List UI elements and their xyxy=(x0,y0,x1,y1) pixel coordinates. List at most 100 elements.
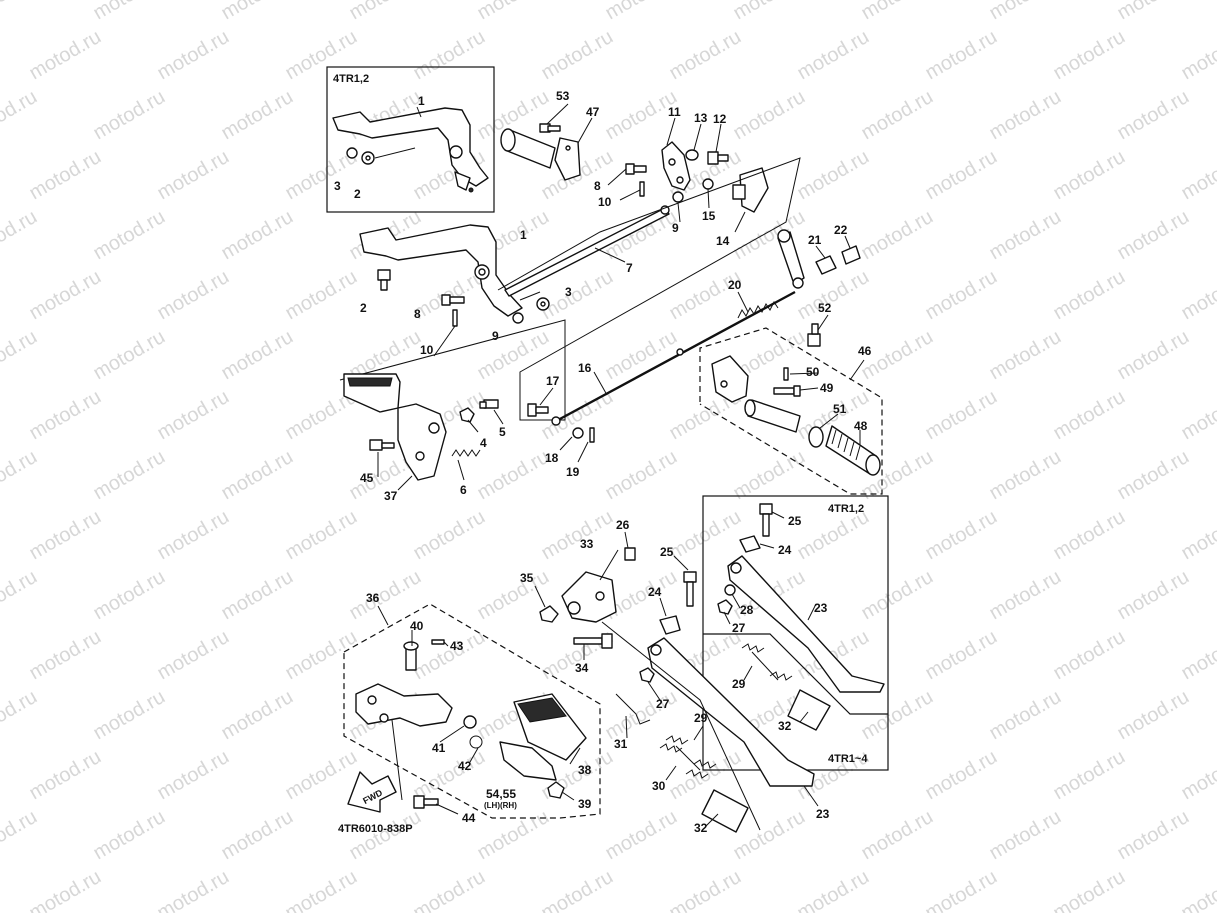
clip-15 xyxy=(702,178,714,190)
bolt-53 xyxy=(539,123,561,133)
bracket-46 xyxy=(711,355,749,403)
bolt-12 xyxy=(707,151,729,165)
spring-6 xyxy=(451,449,481,457)
watermark-text: motod.ru xyxy=(0,0,41,24)
watermark-text: motod.ru xyxy=(1050,386,1129,445)
callout-36: 36 xyxy=(366,591,380,605)
watermark-text: motod.ru xyxy=(1178,746,1217,805)
watermark-text: motod.ru xyxy=(986,326,1065,385)
callout-31: 31 xyxy=(614,737,628,751)
watermark-text: motod.ru xyxy=(474,0,553,24)
watermark-text: motod.ru xyxy=(218,686,297,745)
callout-23: 23 xyxy=(816,807,830,821)
callout-8: 8 xyxy=(414,307,421,321)
cotter-pin-10b xyxy=(639,181,645,197)
callout-10: 10 xyxy=(420,343,434,357)
watermark-text: motod.ru xyxy=(474,446,553,505)
watermark-text: motod.ru xyxy=(26,866,105,913)
watermark-text: motod.ru xyxy=(1178,26,1217,85)
watermark-text: motod.ru xyxy=(0,326,41,385)
callout-37: 37 xyxy=(384,489,398,503)
callout-13: 13 xyxy=(694,111,708,125)
callout-25b: 25 xyxy=(788,514,802,528)
nut-27b xyxy=(717,599,733,615)
watermark-text: motod.ru xyxy=(410,26,489,85)
callout-38: 38 xyxy=(578,763,592,777)
callout-5: 5 xyxy=(499,425,506,439)
watermark-text: motod.ru xyxy=(90,686,169,745)
watermark-text: motod.ru xyxy=(282,626,361,685)
watermark-text: motod.ru xyxy=(26,266,105,325)
variant-box-top-left xyxy=(326,66,495,213)
watermark-text: motod.ru xyxy=(1114,806,1193,865)
watermark-text: motod.ru xyxy=(282,866,361,913)
callout-33: 33 xyxy=(580,537,594,551)
fwd-arrow-icon: FWD xyxy=(347,771,397,813)
watermark-text: motod.ru xyxy=(90,446,169,505)
watermark-text: motod.ru xyxy=(602,686,681,745)
callout-2: 2 xyxy=(360,301,367,315)
watermark-text: motod.ru xyxy=(602,446,681,505)
watermark-text: motod.ru xyxy=(666,866,745,913)
watermark-text: motod.ru xyxy=(1114,326,1193,385)
pin-50 xyxy=(783,367,789,381)
watermark-text: motod.ru xyxy=(154,386,233,445)
watermark-text: motod.ru xyxy=(154,26,233,85)
nut-4 xyxy=(459,407,475,423)
nut-22 xyxy=(841,245,861,265)
bolt-25b xyxy=(759,503,773,537)
bracket-36 xyxy=(355,683,453,727)
callout-47: 47 xyxy=(586,105,600,119)
callout-34: 34 xyxy=(575,661,589,675)
callout-48: 48 xyxy=(854,419,868,433)
bolt-8b xyxy=(625,163,647,175)
watermark-text: motod.ru xyxy=(794,26,873,85)
watermark-text: motod.ru xyxy=(410,506,489,565)
callout-49: 49 xyxy=(820,381,834,395)
side-stand-23b xyxy=(727,555,885,693)
callout-3a: 3 xyxy=(334,179,341,193)
watermark-text: motod.ru xyxy=(218,206,297,265)
callout-35: 35 xyxy=(520,571,534,585)
watermark-text: motod.ru xyxy=(538,866,617,913)
watermark-text: motod.ru xyxy=(1178,866,1217,913)
watermark-text: motod.ru xyxy=(1178,626,1217,685)
watermark-text: motod.ru xyxy=(90,206,169,265)
watermark-text: motod.ru xyxy=(346,566,425,625)
callout-4: 4 xyxy=(480,436,487,450)
washer-18 xyxy=(572,427,584,439)
watermark-text: motod.ru xyxy=(922,386,1001,445)
footrest-bracket-37 xyxy=(343,373,447,481)
assembly-frame xyxy=(339,157,801,421)
watermark-text: motod.ru xyxy=(0,206,41,265)
callout-1a: 1 xyxy=(418,94,425,108)
watermark-text: motod.ru xyxy=(26,746,105,805)
watermark-text: motod.ru xyxy=(154,266,233,325)
callout-10b: 10 xyxy=(598,195,612,209)
watermark-text: motod.ru xyxy=(1178,506,1217,565)
watermark-text: motod.ru xyxy=(154,746,233,805)
bolt-8 xyxy=(441,294,465,306)
watermark-text: motod.ru xyxy=(1178,266,1217,325)
footrest-47 xyxy=(500,128,581,181)
callout-20: 20 xyxy=(728,278,742,292)
callout-5455-sub: (LH)(RH) xyxy=(484,801,517,810)
callout-21: 21 xyxy=(808,233,822,247)
assembly-46-outline xyxy=(699,327,883,495)
cotter-43 xyxy=(431,639,445,645)
watermark-text: motod.ru xyxy=(986,86,1065,145)
watermark-text: motod.ru xyxy=(0,86,41,145)
bolt-34 xyxy=(573,633,613,649)
brake-arm-11 xyxy=(661,141,691,191)
callout-24b: 24 xyxy=(778,543,792,557)
washer-13 xyxy=(685,149,699,161)
brake-pedal-inset xyxy=(332,107,489,193)
spring-30 xyxy=(659,743,709,779)
callout-45: 45 xyxy=(360,471,374,485)
nut-39 xyxy=(547,781,565,799)
watermark-text: motod.ru xyxy=(282,506,361,565)
bracket-24 xyxy=(659,615,681,635)
watermark-text: motod.ru xyxy=(666,506,745,565)
callout-44: 44 xyxy=(462,811,476,825)
